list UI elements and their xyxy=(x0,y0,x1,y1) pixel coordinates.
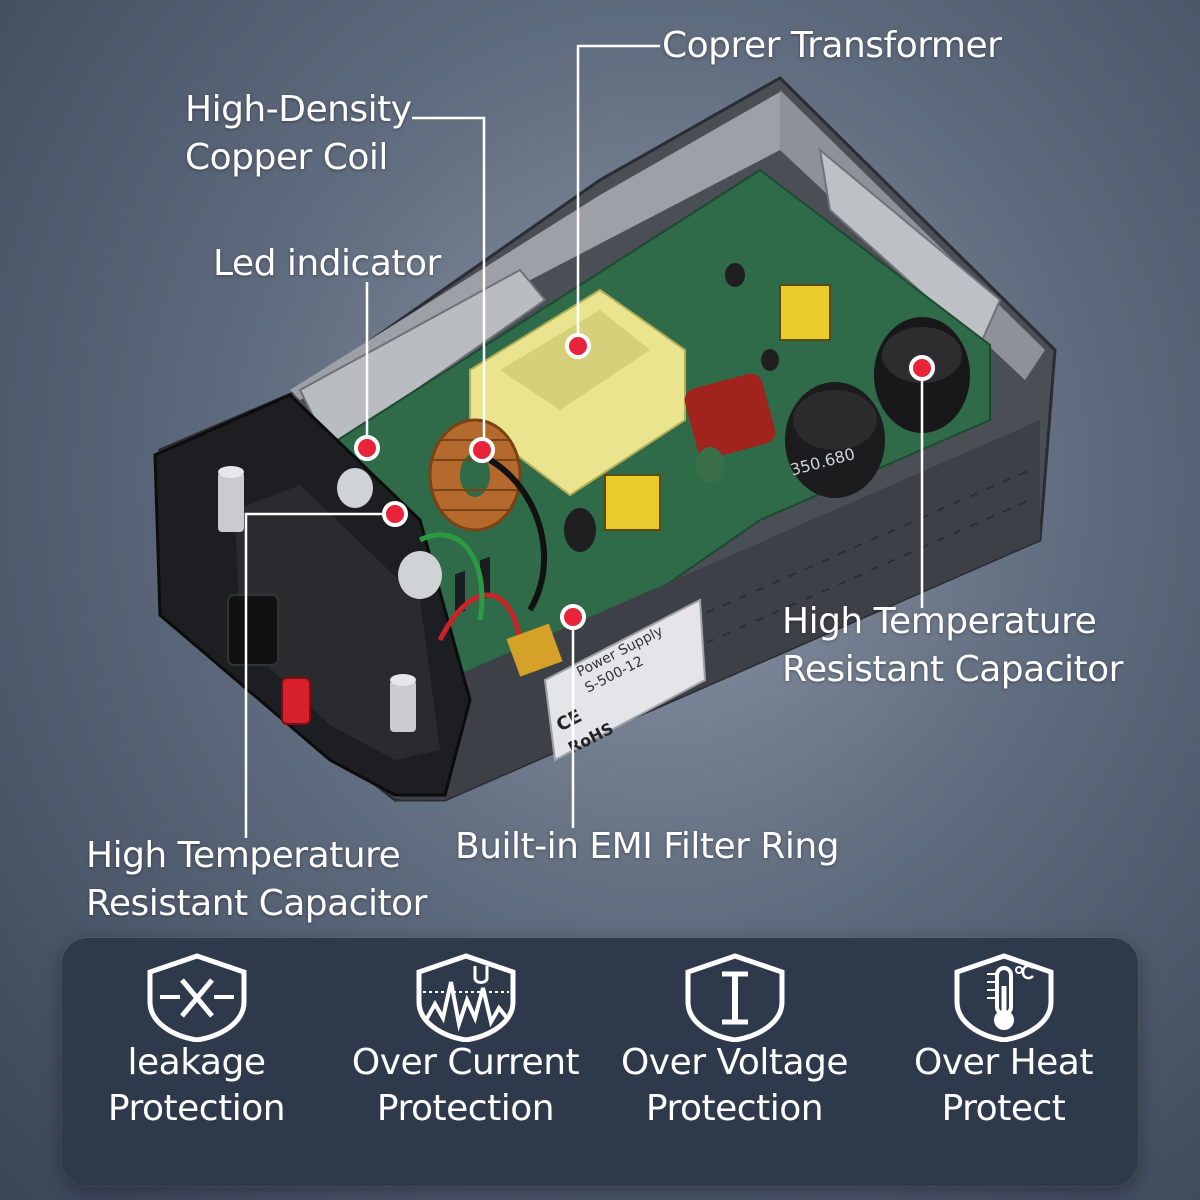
marker-capacitor-right xyxy=(909,355,935,381)
marker-emi-filter xyxy=(560,604,586,630)
power-switch xyxy=(281,677,311,725)
callout-emi-filter: Built-in EMI Filter Ring xyxy=(455,823,840,871)
vent-slots xyxy=(455,556,490,615)
marker-led xyxy=(354,435,380,461)
feature-line-2: Protection xyxy=(107,1088,286,1129)
black-wire xyxy=(488,457,547,612)
leakage-shield-icon xyxy=(147,953,247,1042)
feature-line-1: Over Heat xyxy=(914,1042,1093,1083)
callout-line-1: High-Density xyxy=(185,89,412,130)
feature-line-2: Protection xyxy=(645,1088,824,1129)
callout-line-1: High Temperature xyxy=(86,835,401,876)
feature-leakage-protection: leakage Protection xyxy=(62,938,331,1186)
product-label xyxy=(543,598,707,762)
callout-line-2: Resistant Capacitor xyxy=(782,649,1123,690)
callout-line-2: Resistant Capacitor xyxy=(86,883,427,924)
feature-line-2: Protection xyxy=(376,1088,555,1129)
callout-line-1: High Temperature xyxy=(782,601,1097,642)
x-capacitor xyxy=(506,623,563,677)
feature-over-heat-protect: Over Heat Protect xyxy=(869,938,1138,1186)
feature-line-1: Over Current xyxy=(351,1042,580,1083)
feature-line-1: Over Voltage xyxy=(620,1042,849,1083)
callout-copper-transformer: Coprer Transformer xyxy=(662,22,1002,70)
thermometer-shield-icon xyxy=(954,953,1054,1042)
callout-capacitor-left: High Temperature Resistant Capacitor xyxy=(86,832,427,928)
small-transformer-right xyxy=(779,284,831,341)
feature-over-voltage-protection: Over Voltage Protection xyxy=(600,938,869,1186)
callout-line-2: Copper Coil xyxy=(185,137,388,178)
small-transformer-mid xyxy=(604,474,661,531)
standoff-top xyxy=(218,466,244,532)
callout-text: Built-in EMI Filter Ring xyxy=(455,826,840,867)
feature-line-1: leakage xyxy=(127,1042,267,1083)
callout-text: Coprer Transformer xyxy=(662,25,1002,66)
callout-text: Led indicator xyxy=(213,243,441,284)
small-capacitors xyxy=(337,263,779,599)
marker-transformer xyxy=(565,333,591,359)
transformer-core xyxy=(500,310,650,410)
callout-capacitor-right: High Temperature Resistant Capacitor xyxy=(782,598,1123,694)
marker-copper-coil xyxy=(469,437,495,463)
standoff-bottom xyxy=(390,674,416,732)
large-capacitor-1 xyxy=(785,382,885,498)
marker-capacitor-left xyxy=(382,501,408,527)
protection-features-panel: leakage Protection Over Current Protecti… xyxy=(62,938,1138,1186)
feature-over-current-protection: Over Current Protection xyxy=(331,938,600,1186)
red-wire xyxy=(437,592,523,642)
current-wave-shield-icon xyxy=(416,953,516,1042)
green-wire xyxy=(418,532,485,621)
voltage-shield-icon xyxy=(685,953,785,1042)
callout-led-indicator: Led indicator xyxy=(213,240,441,288)
feature-line-2: Protect xyxy=(941,1088,1066,1129)
callout-copper-coil: High-Density Copper Coil xyxy=(185,86,412,182)
callout-markers xyxy=(354,333,935,630)
ac-socket xyxy=(227,594,279,666)
film-capacitor xyxy=(684,373,776,459)
